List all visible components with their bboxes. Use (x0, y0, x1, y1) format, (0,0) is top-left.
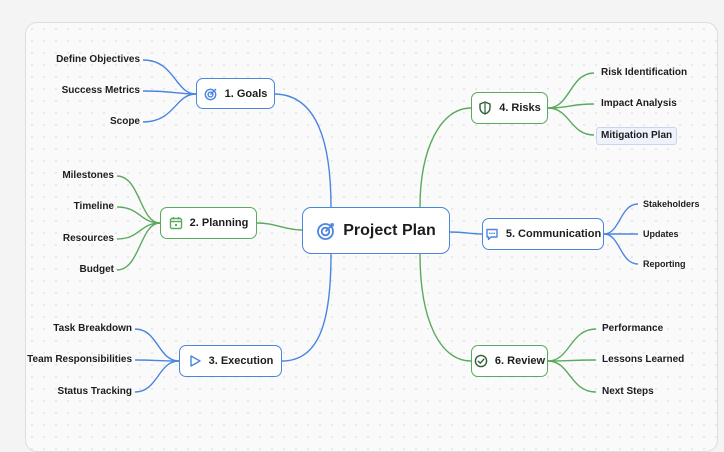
branch-goals[interactable]: 1. Goals (196, 78, 275, 109)
link-planning-leaf (116, 206, 161, 224)
branch-goals-label: 1. Goals (224, 87, 268, 100)
chat-icon (485, 227, 499, 241)
branch-risks-label: 4. Risks (499, 102, 541, 114)
target-icon (316, 221, 336, 241)
branch-risks[interactable]: 4. Risks (471, 92, 548, 124)
leaf-lessons-learned[interactable]: Lessons Learned (602, 354, 685, 365)
leaf-status-tracking[interactable]: Status Tracking (57, 386, 132, 397)
link-center-execution (281, 253, 332, 362)
leaf-scope[interactable]: Scope (109, 116, 140, 127)
link-planning-leaf (116, 222, 161, 271)
leaf-team-responsibilities[interactable]: Team Responsibilities (27, 354, 132, 365)
link-goals-leaf (142, 59, 197, 95)
link-risks-leaf (547, 107, 595, 136)
leaf-budget[interactable]: Budget (79, 264, 114, 275)
leaf-updates[interactable]: Updates (643, 229, 679, 239)
branch-communication-label: 5. Communication (505, 228, 602, 240)
leaf-risk-identification[interactable]: Risk Identification (601, 67, 688, 78)
link-communication-leaf (603, 233, 639, 265)
leaf-resources[interactable]: Resources (62, 233, 114, 244)
branch-planning[interactable]: 2. Planning (160, 207, 257, 239)
branch-review[interactable]: 6. Review (471, 345, 548, 377)
link-review-leaf (547, 328, 597, 362)
link-risks-leaf (547, 72, 595, 109)
branch-review-label: 6. Review (494, 355, 546, 367)
leaf-milestones[interactable]: Milestones (62, 170, 114, 181)
branch-execution-label: 3. Execution (208, 355, 274, 367)
link-review-leaf (547, 360, 597, 393)
link-center-review (419, 253, 472, 362)
shield-icon (478, 101, 492, 115)
link-planning-leaf (116, 175, 161, 224)
check-circle-icon (474, 354, 488, 368)
link-center-planning (256, 222, 303, 231)
link-goals-leaf (142, 93, 197, 123)
target-icon (204, 87, 218, 101)
leaf-reporting[interactable]: Reporting (643, 259, 686, 269)
play-icon (188, 354, 202, 368)
leaf-impact-analysis[interactable]: Impact Analysis (601, 98, 677, 109)
leaf-performance[interactable]: Performance (602, 323, 664, 334)
link-execution-leaf (134, 360, 180, 393)
branch-communication[interactable]: 5. Communication (482, 218, 604, 250)
center-node[interactable]: Project Plan (302, 207, 450, 254)
leaf-mitigation-plan[interactable]: Mitigation Plan (596, 127, 678, 145)
leaf-stakeholders[interactable]: Stakeholders (643, 199, 700, 209)
branch-planning-label: 2. Planning (189, 217, 249, 229)
center-node-label: Project Plan (343, 221, 436, 239)
leaf-next-steps[interactable]: Next Steps (602, 386, 654, 397)
leaf-define-objectives[interactable]: Define Objectives (56, 54, 140, 65)
link-communication-leaf (603, 203, 639, 235)
leaf-timeline[interactable]: Timeline (73, 201, 114, 212)
leaf-success-metrics[interactable]: Success Metrics (61, 85, 140, 96)
link-center-risks (419, 107, 472, 208)
calendar-icon (169, 216, 183, 230)
link-center-goals (274, 93, 332, 208)
connector-lines (116, 59, 639, 393)
link-center-communication (449, 231, 483, 235)
leaf-task-breakdown[interactable]: Task Breakdown (53, 323, 132, 334)
branch-execution[interactable]: 3. Execution (179, 345, 282, 377)
link-execution-leaf (134, 328, 180, 362)
